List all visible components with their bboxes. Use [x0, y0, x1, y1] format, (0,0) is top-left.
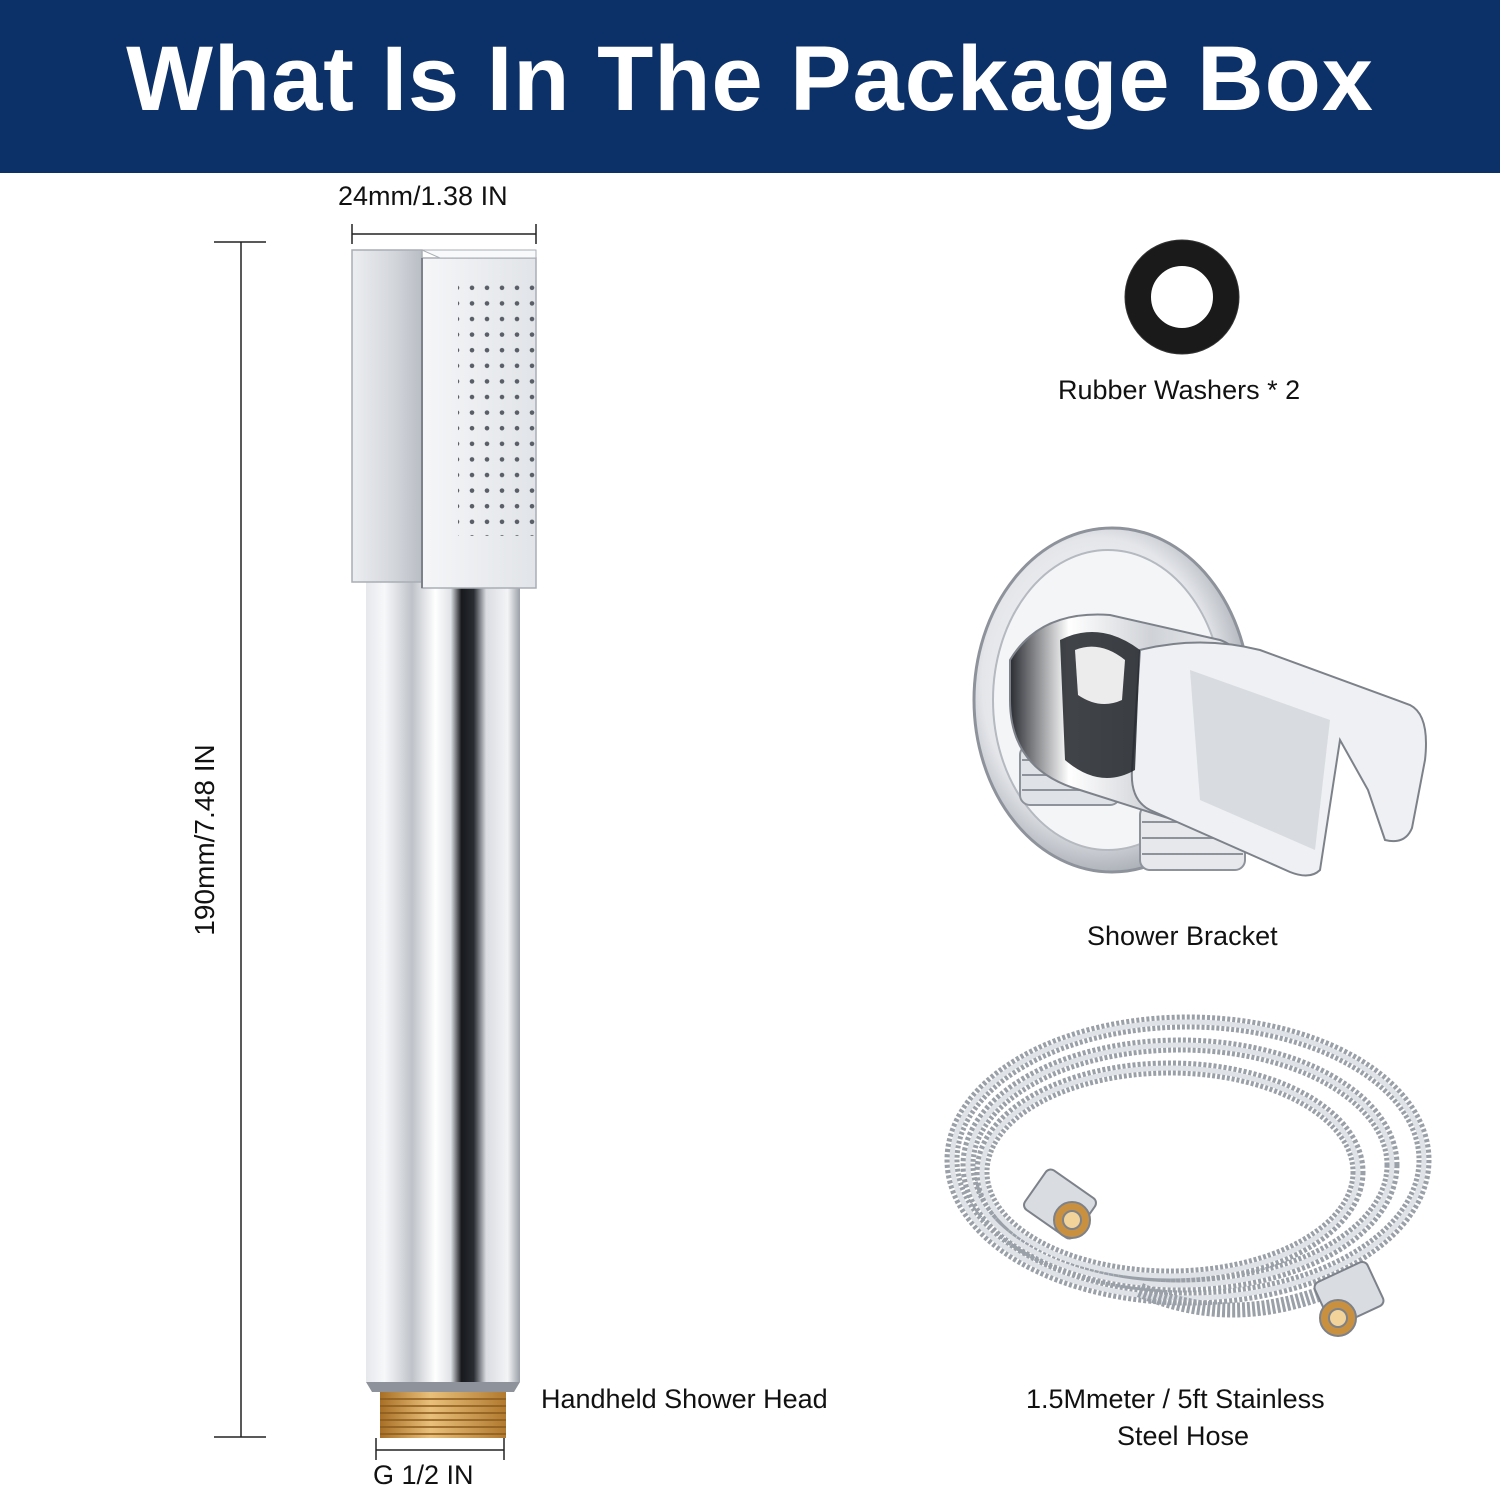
thread-dimension-label: G 1/2 IN: [373, 1460, 474, 1490]
rubber-washer-image: [1124, 239, 1240, 355]
shower-bracket-image: [972, 526, 1427, 877]
header-banner: What Is In The Package Box: [0, 0, 1500, 173]
steel-hose-image: [944, 1014, 1432, 1337]
page-title: What Is In The Package Box: [126, 28, 1374, 130]
width-dimension-label: 24mm/1.38 IN: [338, 181, 508, 211]
height-dimension-line: [214, 241, 266, 1438]
hose-label-line2: Steel Hose: [1117, 1421, 1250, 1451]
thread-dimension-line: [375, 1438, 505, 1460]
shower-head-label: Handheld Shower Head: [541, 1384, 828, 1414]
width-dimension-line: [351, 224, 537, 244]
rubber-washers-label: Rubber Washers * 2: [1058, 375, 1301, 405]
shower-head-image: [351, 249, 537, 1438]
height-dimension-label: 190mm/7.48 IN: [189, 744, 220, 936]
shower-bracket-label: Shower Bracket: [1087, 921, 1278, 951]
hose-label-line1: 1.5Mmeter / 5ft Stainless: [1026, 1384, 1325, 1414]
